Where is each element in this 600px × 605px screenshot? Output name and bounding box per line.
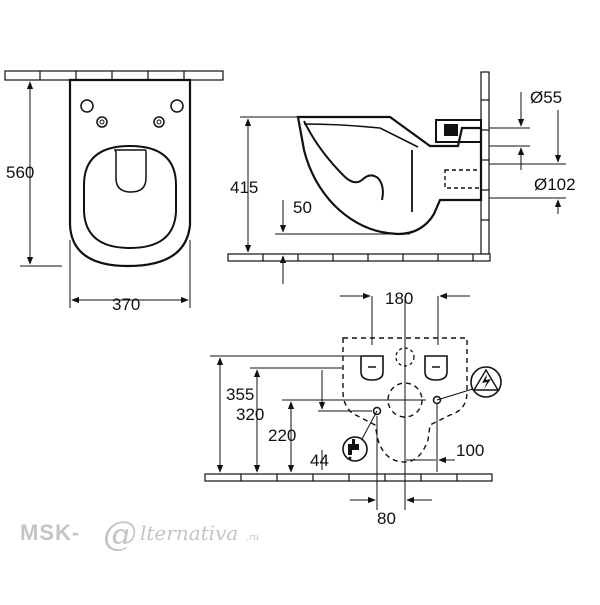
dimension-100 [406,404,455,472]
watermark: MSK- @ lternativa .ru [20,514,259,554]
dimension-370-label: 370 [112,295,140,314]
dimension-d55 [489,92,530,170]
watermark-tld: .ru [246,533,259,543]
dimension-180-label: 180 [385,289,413,308]
dimension-355 [210,355,360,473]
dimension-320-label: 320 [236,405,264,424]
dimension-320 [250,367,342,473]
bowl-outline-side [296,115,483,236]
electric-warning-icon [470,366,502,398]
bowl-inner-side [303,120,384,201]
dimension-50 [275,200,410,284]
water-area-front [113,149,147,193]
water-tap-icon [342,436,368,462]
dimension-50-label: 50 [293,198,312,217]
dimension-44 [318,370,372,470]
side-wall [480,71,490,255]
inlet-connector-inner [444,124,458,136]
watermark-prefix: MSK- [20,520,80,545]
centerlines [371,296,439,510]
dimension-560-label: 560 [6,163,34,182]
dimension-80-label: 80 [377,509,396,528]
installation-view: 180 355 320 220 44 [204,289,502,528]
dimension-44-label: 44 [310,451,329,470]
mount-hole-top-right [170,99,184,113]
fixing-bracket-right [424,355,448,381]
side-floor [227,253,491,262]
bowl-outline-front [68,78,192,268]
dimension-560 [20,79,62,267]
mount-hole-bottom-right [153,116,165,128]
dimension-370 [69,240,191,308]
dimension-d102 [489,110,566,214]
mount-hole-bottom-right-inner [156,119,162,125]
mount-hole-bottom-left [96,116,108,128]
side-view: 415 50 Ø55 Ø102 [227,71,576,284]
dimension-415 [240,116,300,255]
bowl-rim-side [303,123,419,148]
dimension-415-label: 415 [230,178,258,197]
install-floor [204,473,493,482]
dimension-355-label: 355 [226,385,254,404]
dimension-80 [350,416,432,510]
inlet-connector [435,119,482,143]
dimension-d102-label: Ø102 [534,175,576,194]
dimension-d55-label: Ø55 [530,88,562,107]
dimension-220-label: 220 [268,426,296,445]
fixing-bracket-left [360,355,384,381]
mount-hole-top-left [80,99,94,113]
dimension-220 [282,399,385,473]
watermark-at-symbol: @ [103,514,137,554]
front-view: 560 370 [4,70,224,314]
dimension-100-label: 100 [456,441,484,460]
front-wall [4,70,224,81]
bowl-inner-front [83,144,177,250]
outlet-connector [444,169,482,189]
mount-hole-bottom-left-inner [99,119,105,125]
watermark-suffix: lternativa [140,521,238,545]
